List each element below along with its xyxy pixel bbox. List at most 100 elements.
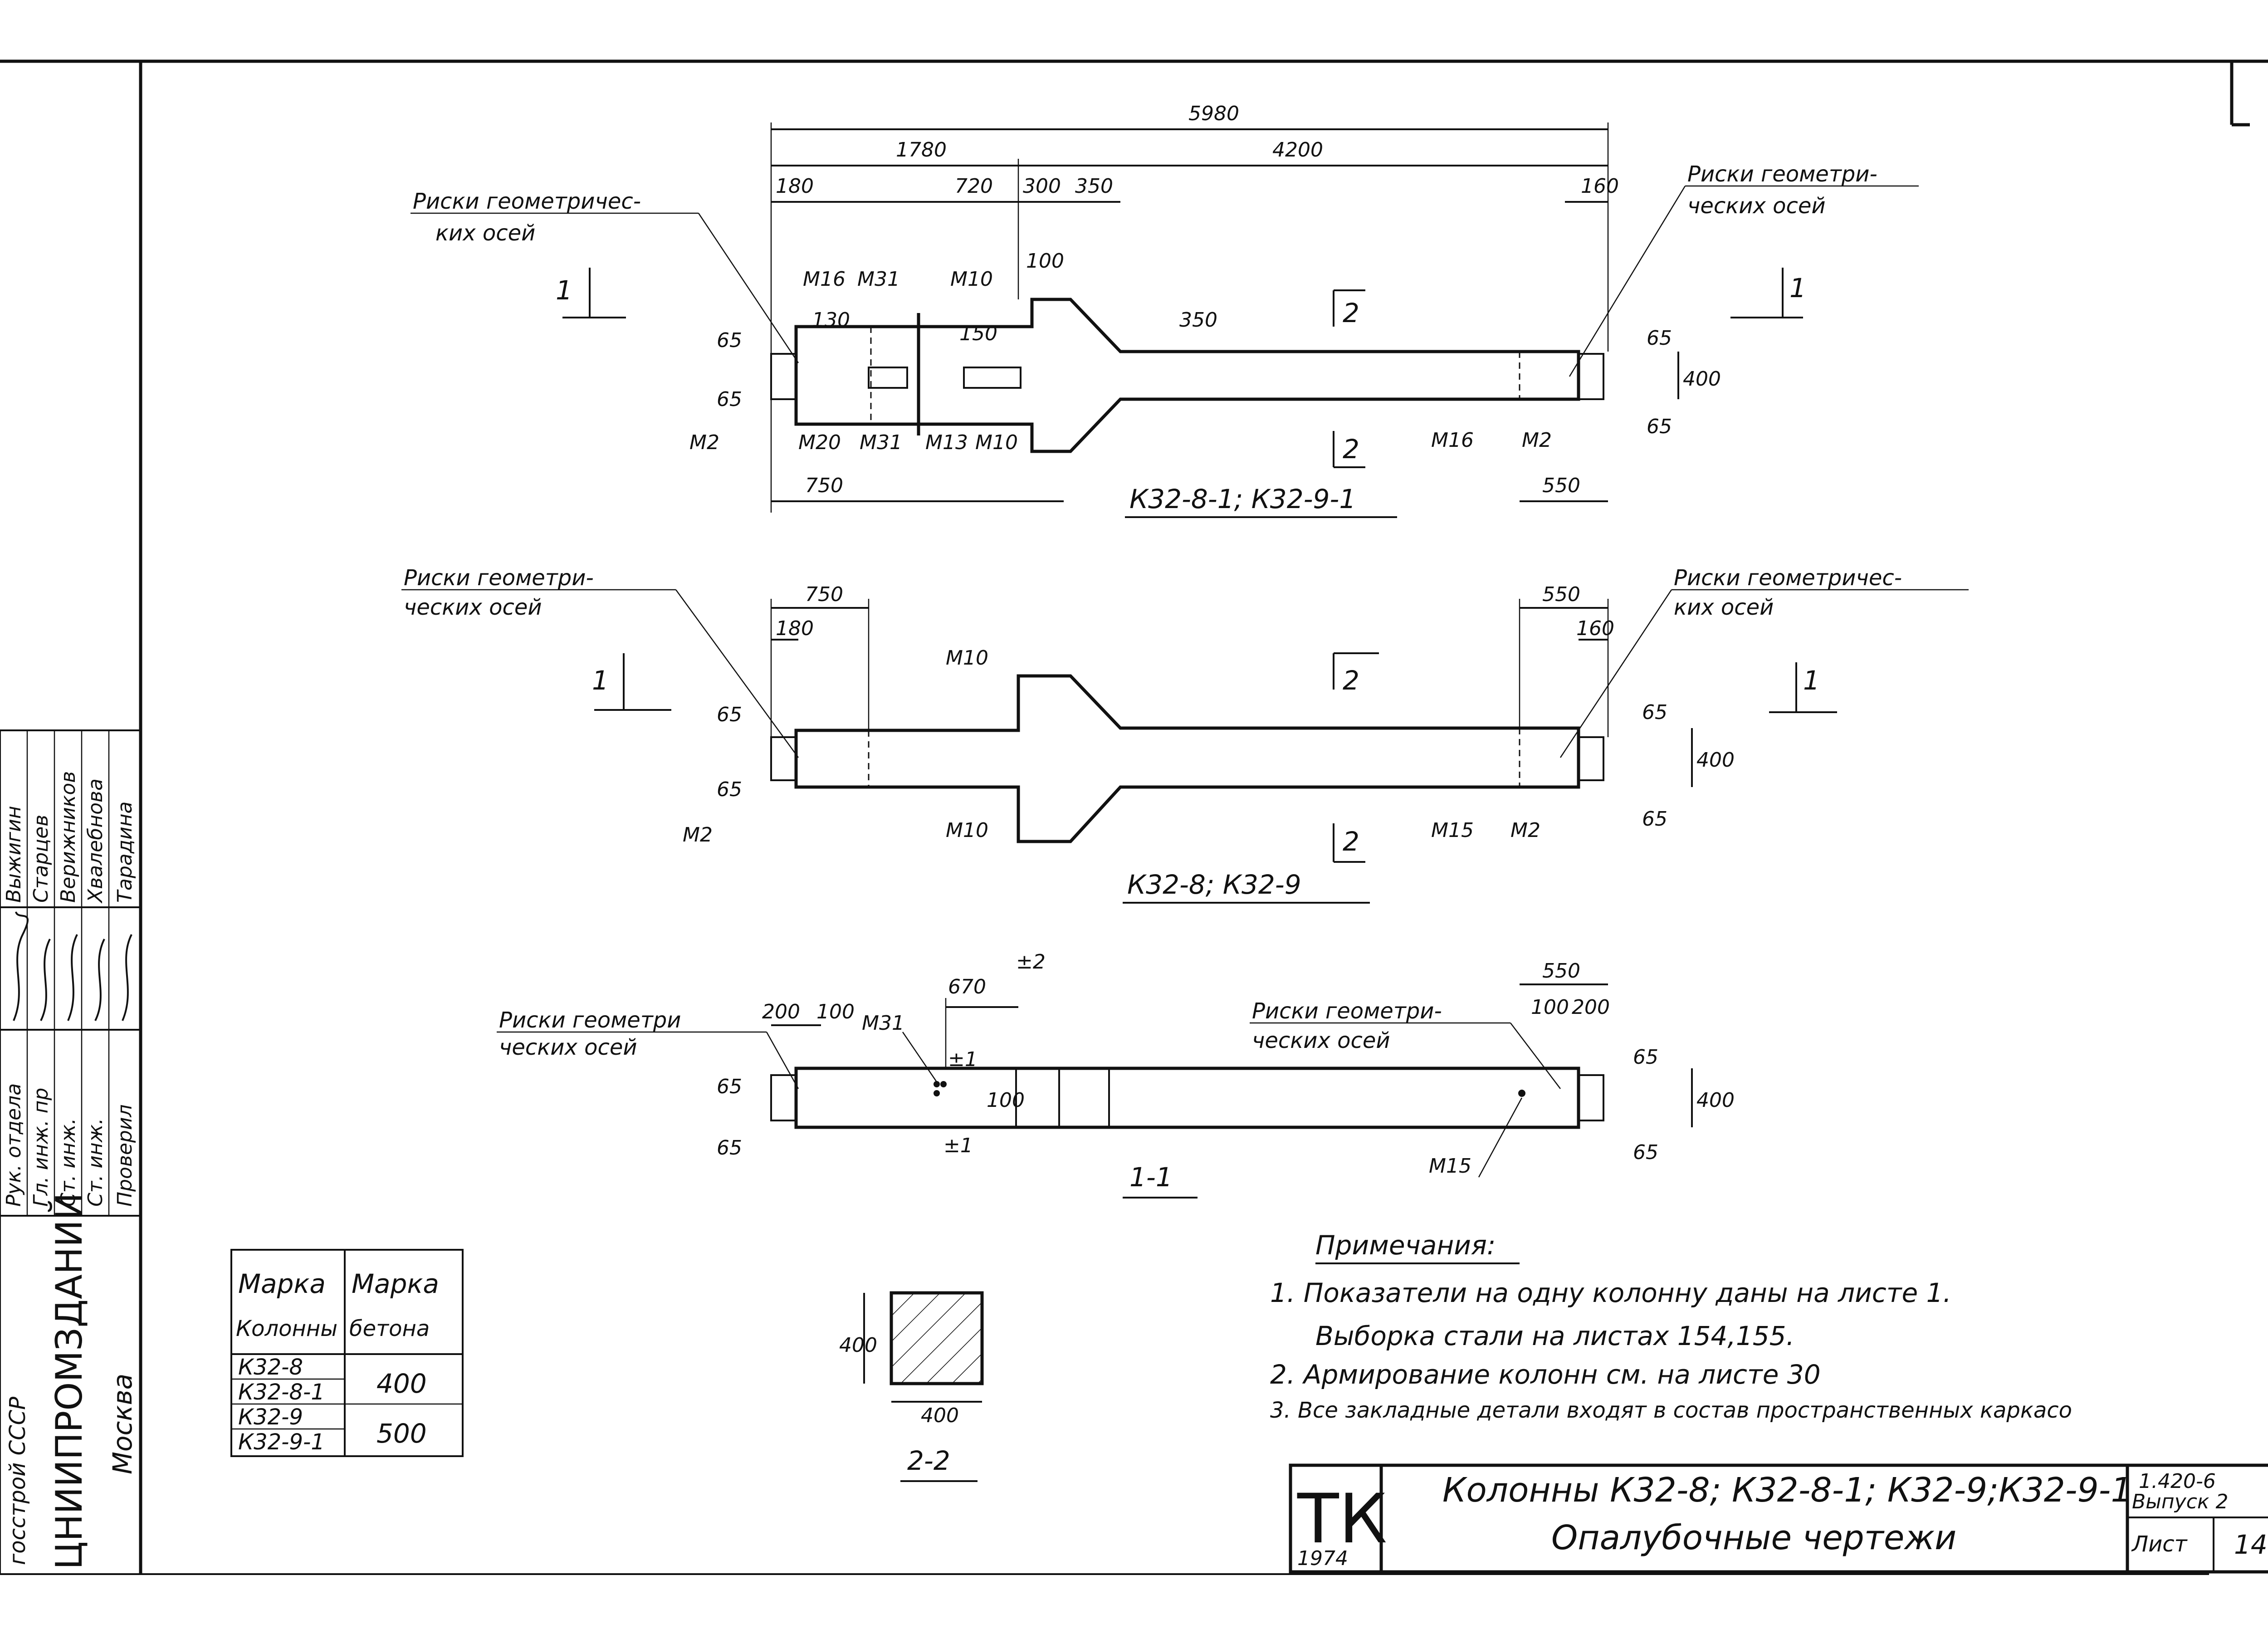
dim-65-right-top-3: 65: [1633, 1046, 1658, 1069]
dim-200: 200: [762, 1000, 800, 1023]
label-m2-right-2: М2: [1510, 819, 1540, 842]
label-m15-leader-3: [1478, 1097, 1523, 1178]
axis-label-right-2-3: ческих осей: [1252, 1028, 1390, 1053]
label-m10-bottom: М10: [975, 431, 1018, 454]
dim-350: 350: [1075, 175, 1113, 198]
title-block-name-2: Опалубочные чертежи: [1551, 1518, 1956, 1557]
title-block-sheet-label: Лист: [2131, 1531, 2188, 1557]
table-header-2a: Марка: [352, 1268, 439, 1299]
dim-160: 160: [1581, 175, 1619, 198]
table-cell-k32-9-1: К32-9-1: [238, 1429, 325, 1455]
axis-label-left-2-2: ческих осей: [404, 595, 542, 620]
dim-150: 150: [959, 322, 997, 345]
label-m2: М2: [689, 431, 719, 454]
side-stamp: Рук. отдела Гл. инж. пр Ст. инж. Ст. инж…: [0, 729, 142, 1575]
title-block-name-1: Колонны К32-8; К32-8-1; К32-9;К32-9-1: [1442, 1471, 2132, 1510]
dim-200-right: 200: [1572, 996, 1610, 1019]
label-m31-3: М31: [862, 1012, 904, 1035]
label-m2-right: М2: [1522, 429, 1552, 452]
dim-180: 180: [776, 175, 814, 198]
label-m15-3: М15: [1429, 1155, 1471, 1178]
end-plate-left-3: [770, 1074, 797, 1121]
table-header-1b: Колонны: [236, 1316, 337, 1341]
table-cell-k32-8: К32-8: [238, 1355, 303, 1380]
dim-550: 550: [1542, 474, 1580, 497]
signature-2: [40, 939, 51, 1021]
column-side-outline: [794, 1067, 1580, 1129]
side-name-5: Тарадина: [113, 802, 137, 903]
embed-m20: [868, 367, 908, 389]
m31-dot-2: [940, 1081, 947, 1087]
note-1a: 1. Показатели на одну колонну даны на ли…: [1270, 1277, 1951, 1308]
label-m10: М10: [950, 268, 993, 291]
dim-670: 670: [948, 975, 986, 998]
side-role-5: Проверил: [113, 1104, 137, 1207]
side-stamp-border: [0, 729, 142, 1575]
notes-block: Примечания: 1. Показатели на одну колонн…: [1270, 1230, 2072, 1423]
title-block: ТК 1974 Колонны К32-8; К32-8-1; К32-9;К3…: [1289, 1463, 2268, 1574]
drawing-k32-8-1: 5980 1780 4200 180 720 300 350 160 130 1…: [411, 102, 1919, 518]
section-2-label-top-2: 2: [1343, 665, 1359, 696]
dim-65-left-top-3: 65: [717, 1075, 742, 1098]
table-cell-k32-9: К32-9: [238, 1404, 303, 1430]
signature-3: [67, 934, 78, 1021]
label-m16: М16: [803, 268, 846, 291]
table-header-2b: бетона: [349, 1316, 430, 1341]
axis-label-right-1-2: Риски геометричес-: [1674, 565, 1902, 591]
dim-550-2: 550: [1542, 583, 1580, 606]
dim-65-right-bottom: 65: [1647, 415, 1672, 438]
section-2-2-dim-400-horizontal: 400: [921, 1404, 959, 1427]
label-m31-leader-3: [902, 1032, 938, 1082]
section-1-label-right-2: 1: [1803, 665, 1820, 696]
dim-400-3: 400: [1696, 1089, 1735, 1112]
title-block-series: 1.420-6: [2139, 1470, 2216, 1493]
m31-dot-3: [934, 1090, 940, 1096]
dim-160-2: 160: [1576, 617, 1614, 640]
signature-5: [122, 934, 132, 1021]
signature-1: [13, 911, 29, 1021]
title-block-issue: Выпуск 2: [2132, 1490, 2228, 1513]
axis-label-left-1-3: Риски геометри: [499, 1008, 681, 1033]
dim-65-right-bottom-2: 65: [1642, 807, 1667, 831]
side-name-3: Верижников: [57, 771, 80, 903]
dim-400-2: 400: [1696, 749, 1735, 772]
label-m31-bottom: М31: [860, 431, 902, 454]
label-m20: М20: [798, 431, 841, 454]
note-1b: Выборка стали на листах 154,155.: [1315, 1321, 1794, 1351]
title-block-border: [1289, 1463, 2268, 1574]
section-2-label-bottom: 2: [1343, 434, 1359, 465]
dim-65-right-bottom-3: 65: [1633, 1141, 1658, 1164]
side-gosstroy: госстрой СССР: [5, 1397, 30, 1565]
section-2-label-top: 2: [1343, 298, 1359, 328]
table-header-1a: Марка: [238, 1268, 326, 1299]
end-plate-right: [1578, 353, 1604, 400]
dim-400: 400: [1683, 367, 1721, 391]
side-role-3: Ст. инж.: [57, 1118, 80, 1207]
side-role-1: Рук. отдела: [2, 1083, 25, 1207]
dim-pm1: ±1: [948, 1048, 978, 1071]
label-m2-2: М2: [683, 823, 713, 846]
note-2: 2. Армирование колонн см. на листе 30: [1270, 1359, 1821, 1390]
side-org: ЦНИИПРОМЗДАНИЙ: [48, 1193, 90, 1570]
axis-label-right-2-2: ких осей: [1674, 595, 1774, 620]
side-role-2: Гл. инж. пр: [29, 1088, 53, 1207]
title-block-year: 1974: [1297, 1547, 1348, 1570]
notes-heading: Примечания:: [1315, 1230, 1496, 1261]
dim-100: 100: [1026, 250, 1064, 273]
dim-100: 100: [816, 1000, 855, 1023]
dim-1780: 1780: [896, 138, 947, 161]
section-2-2-dim-400-vertical: 400: [839, 1334, 877, 1357]
label-m16-right: М16: [1431, 429, 1474, 452]
note-3: 3. Все закладные детали входят в состав …: [1270, 1398, 2072, 1423]
dim-350-vertical: 350: [1179, 308, 1217, 332]
side-name-2: Старцев: [29, 815, 53, 903]
dim-720: 720: [955, 175, 993, 198]
axis-label-left-2: ких осей: [435, 220, 535, 246]
concrete-grade-table: Марка Колонны Марка бетона К32-8 К32-8-1…: [230, 1249, 464, 1457]
section-2-2-square: [890, 1291, 984, 1385]
side-name-1: Выжигин: [2, 806, 25, 903]
side-name-4: Хвалебнова: [84, 778, 107, 904]
dim-100-vertical: 100: [987, 1089, 1025, 1112]
dim-750-2: 750: [805, 583, 843, 606]
